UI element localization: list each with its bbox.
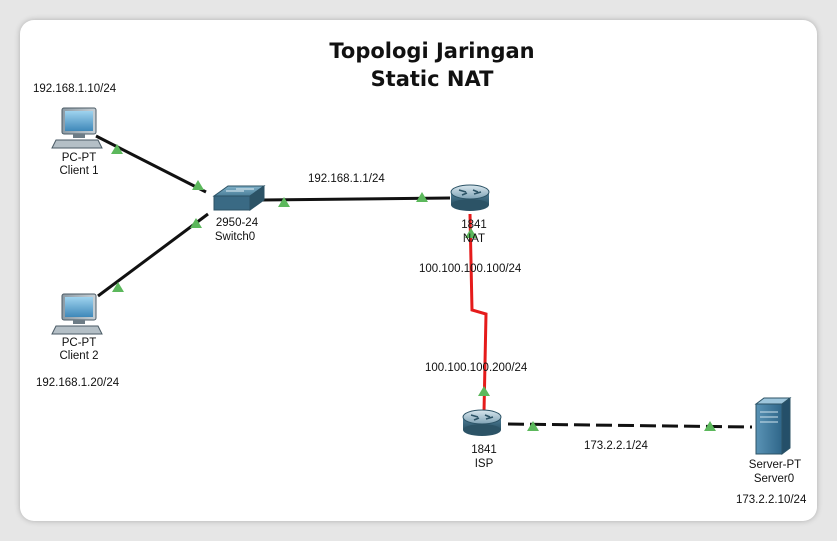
router-icon: [450, 184, 490, 211]
device-server0[interactable]: Server-PT Server0: [749, 397, 801, 485]
server0-name: Server0: [754, 473, 794, 485]
port-status-icon: [190, 218, 202, 228]
link-isp-server[interactable]: [507, 422, 753, 429]
client1-ip: 192.168.1.10/24: [33, 83, 117, 95]
client2-model: PC-PT: [62, 337, 97, 349]
client2-name: Client 2: [60, 350, 99, 362]
isp-name: ISP: [475, 458, 494, 470]
nat-lan-ip: 192.168.1.1/24: [308, 173, 385, 185]
port-status-icon: [192, 180, 204, 190]
router-icon: [462, 409, 502, 436]
device-client2[interactable]: PC-PT Client 2: [51, 293, 103, 362]
switch0-name: Switch0: [215, 231, 255, 243]
client1-name: Client 1: [60, 165, 99, 177]
isp-wan-ip: 100.100.100.200/24: [425, 362, 528, 374]
title-line-1: Topologi Jaringan: [329, 39, 534, 63]
device-isp-router[interactable]: 1841 ISP: [462, 409, 502, 470]
client1-model: PC-PT: [62, 152, 97, 164]
port-status-icon: [416, 192, 428, 202]
switch-icon: [212, 185, 266, 211]
pc-icon: [51, 107, 103, 149]
isp-lan-ip: 173.2.2.1/24: [584, 440, 649, 452]
diagram-canvas: [20, 20, 817, 521]
isp-model: 1841: [471, 444, 497, 456]
server0-model: Server-PT: [749, 459, 801, 471]
link-client2-switch[interactable]: [97, 212, 209, 298]
nat-wan-ip: 100.100.100.100/24: [419, 263, 522, 275]
nat-name: NAT: [463, 233, 485, 245]
device-switch0[interactable]: 2950-24 Switch0: [212, 185, 266, 243]
link-client1-switch[interactable]: [95, 134, 207, 194]
port-status-icon: [278, 197, 290, 207]
nat-model: 1841: [461, 219, 487, 231]
port-status-icon: [112, 282, 124, 292]
port-status-icon: [111, 144, 123, 154]
device-client1[interactable]: PC-PT Client 1: [51, 107, 103, 177]
port-status-icon: [478, 386, 490, 396]
server-icon: [754, 397, 792, 455]
port-status-icon: [704, 421, 716, 431]
client2-ip: 192.168.1.20/24: [36, 377, 120, 389]
title-line-2: Static NAT: [371, 67, 495, 91]
device-nat-router[interactable]: 1841 NAT: [450, 184, 490, 245]
port-status-icon: [527, 421, 539, 431]
pc-icon: [51, 293, 103, 335]
port-status-icon: [465, 228, 477, 238]
server0-ip: 173.2.2.10/24: [736, 494, 807, 506]
link-nat-isp-serial[interactable]: [468, 213, 488, 413]
switch0-model: 2950-24: [216, 217, 259, 229]
